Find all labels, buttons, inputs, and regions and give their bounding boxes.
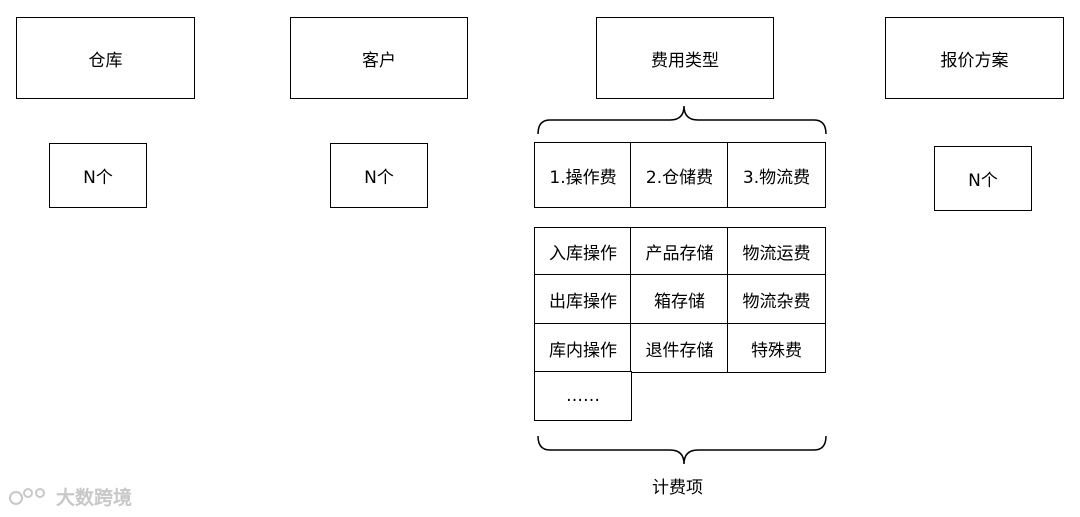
billing-item: 入库操作 bbox=[534, 227, 632, 276]
quote-plan-count: N个 bbox=[968, 171, 998, 191]
billing-item: 产品存储 bbox=[630, 227, 729, 276]
customer-count: N个 bbox=[364, 168, 394, 188]
customer-label: 客户 bbox=[362, 50, 396, 71]
billing-item: 库内操作 bbox=[534, 323, 632, 373]
warehouse-count: N个 bbox=[83, 168, 113, 188]
customer-count-box: N个 bbox=[330, 143, 428, 208]
bottom-brace bbox=[537, 435, 827, 465]
billing-item: 特殊费 bbox=[727, 323, 826, 373]
fee-type-box: 费用类型 bbox=[596, 17, 774, 99]
billing-item: 出库操作 bbox=[534, 274, 632, 325]
billing-item: 物流运费 bbox=[727, 227, 826, 276]
billing-item: 箱存储 bbox=[630, 274, 729, 325]
billing-item: 物流杂费 bbox=[727, 274, 826, 325]
fee-category-logistics: 3.物流费 bbox=[727, 142, 826, 208]
warehouse-box: 仓库 bbox=[16, 17, 195, 99]
watermark-text: 大数跨境 bbox=[56, 487, 133, 509]
watermark: 大数跨境 bbox=[8, 483, 132, 510]
fee-category-operation: 1.操作费 bbox=[534, 142, 632, 208]
fee-category-storage: 2.仓储费 bbox=[630, 142, 729, 208]
watermark-logo-icon bbox=[9, 487, 45, 505]
billing-item: 退件存储 bbox=[630, 323, 729, 373]
billing-items-label: 计费项 bbox=[652, 478, 703, 498]
warehouse-count-box: N个 bbox=[49, 143, 147, 208]
quote-plan-box: 报价方案 bbox=[885, 17, 1064, 99]
quote-plan-label: 报价方案 bbox=[940, 50, 1009, 71]
billing-item-more: …… bbox=[534, 371, 632, 421]
customer-box: 客户 bbox=[290, 17, 468, 99]
fee-type-label: 费用类型 bbox=[651, 50, 719, 71]
top-brace bbox=[537, 105, 827, 135]
quote-plan-count-box: N个 bbox=[934, 146, 1032, 211]
warehouse-label: 仓库 bbox=[88, 50, 123, 71]
